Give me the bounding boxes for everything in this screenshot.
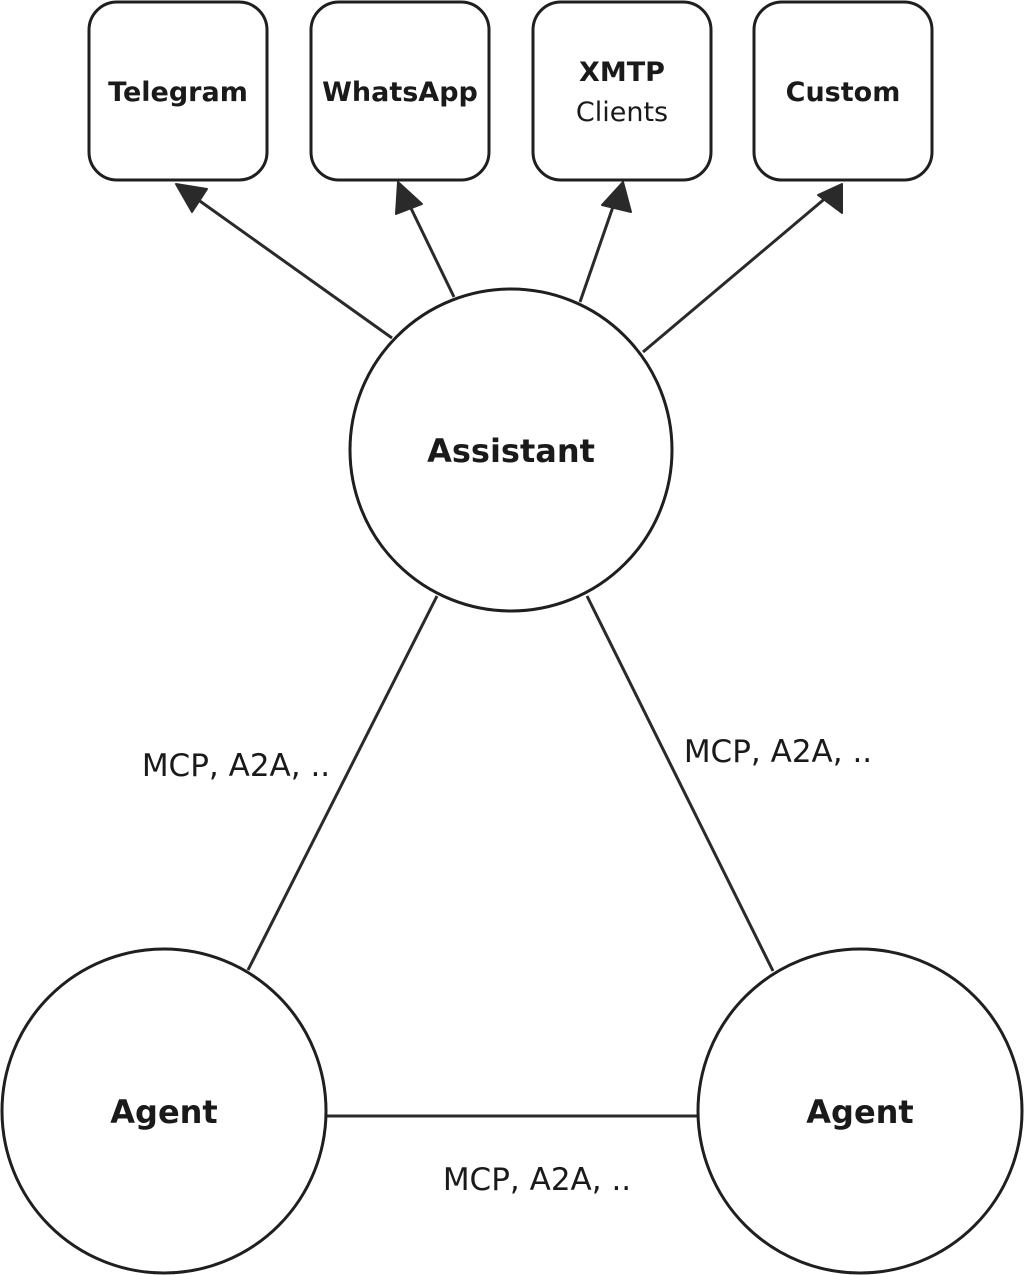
assistant-node: Assistant — [348, 287, 674, 613]
channel-telegram-label: Telegram — [108, 77, 248, 108]
channel-xmtp-box — [531, 0, 713, 182]
channel-xmtp-sublabel: Clients — [576, 97, 668, 128]
channel-whatsapp-label: WhatsApp — [322, 77, 478, 108]
arrow-to-telegram — [189, 192, 393, 340]
channel-arrows — [175, 181, 843, 354]
arrow-to-whatsapp — [404, 197, 456, 298]
edge-label-assistant-agent-right: MCP, A2A, .. — [684, 734, 872, 770]
edge-assistant-agent-left — [246, 595, 439, 971]
channel-custom: Custom — [752, 0, 934, 182]
channel-xmtp: XMTP Clients — [531, 0, 713, 182]
arrow-to-custom — [642, 194, 829, 354]
channel-telegram-box — [87, 0, 269, 182]
assistant-label: Assistant — [427, 432, 595, 470]
arrow-head-whatsapp — [395, 181, 423, 215]
arrow-head-xmtp — [601, 181, 632, 213]
arrow-to-xmtp — [578, 197, 618, 303]
edge-assistant-agent-right — [585, 595, 775, 972]
edge-label-agent-agent: MCP, A2A, .. — [443, 1162, 631, 1198]
agent-right-node: Agent — [696, 947, 1024, 1275]
channel-custom-box — [752, 0, 934, 182]
arrow-head-custom — [817, 183, 843, 214]
channel-whatsapp: WhatsApp — [309, 0, 491, 182]
channel-telegram: Telegram — [87, 0, 269, 182]
agent-right-circle — [696, 947, 1024, 1275]
agent-left-node: Agent — [0, 947, 328, 1275]
channel-custom-label: Custom — [786, 77, 901, 108]
channel-whatsapp-box — [309, 0, 491, 182]
edge-label-assistant-agent-left: MCP, A2A, .. — [142, 748, 330, 784]
protocol-edges — [246, 595, 775, 1118]
arrow-head-telegram — [175, 183, 208, 213]
assistant-circle — [348, 287, 674, 613]
agent-right-label: Agent — [806, 1093, 913, 1131]
channel-xmtp-label: XMTP — [579, 57, 665, 88]
agent-left-label: Agent — [110, 1093, 217, 1131]
agent-left-circle — [0, 947, 328, 1275]
